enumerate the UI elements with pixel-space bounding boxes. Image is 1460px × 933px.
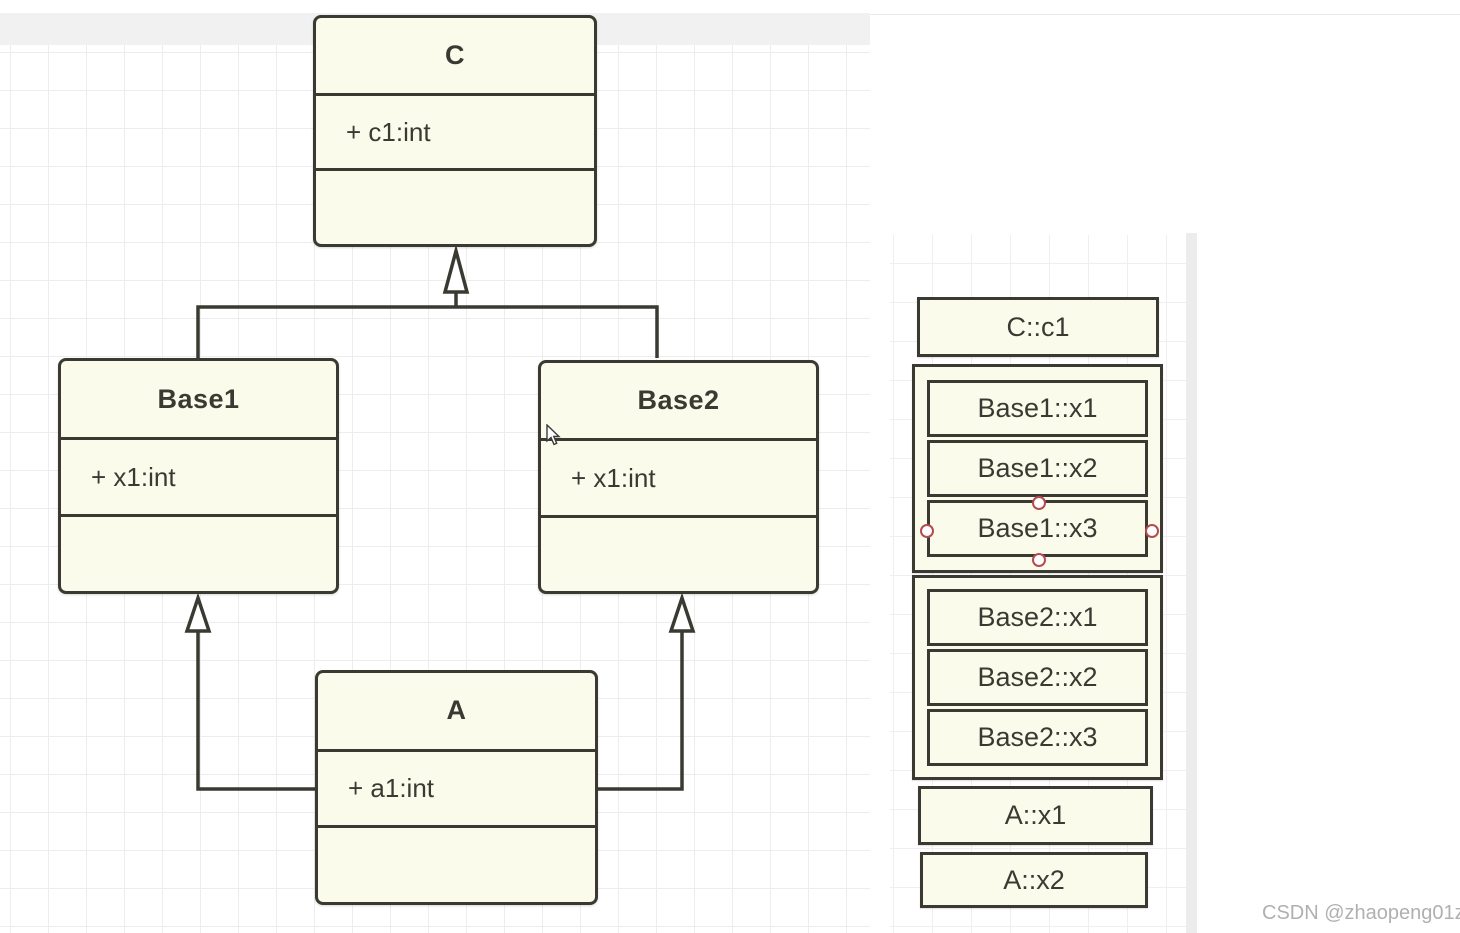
memory-cell-base1-x2[interactable]: Base1::x2 xyxy=(927,440,1148,497)
top-divider-line xyxy=(870,14,1460,15)
class-operations-empty xyxy=(316,168,594,244)
generalization-to-c[interactable] xyxy=(196,244,659,358)
class-box-c[interactable]: C + c1:int xyxy=(313,15,597,247)
class-name: Base1 xyxy=(157,383,240,414)
memory-group-base1[interactable]: Base1::x1 Base1::x2 Base1::x3 xyxy=(912,364,1163,573)
selection-handle-top[interactable] xyxy=(1032,496,1046,510)
memory-cell-base2-x2[interactable]: Base2::x2 xyxy=(927,649,1148,706)
hollow-triangle-icon xyxy=(442,244,470,294)
class-name: A xyxy=(446,695,467,726)
class-attribute: + a1:int xyxy=(318,748,595,826)
memory-cell-label: C::c1 xyxy=(1006,311,1070,342)
generalization-a-to-base1[interactable] xyxy=(184,592,315,791)
memory-cell-label: Base2::x2 xyxy=(977,662,1098,692)
memory-cell-c-c1[interactable]: C::c1 xyxy=(917,297,1159,357)
memory-cell-label: Base1::x3 xyxy=(977,513,1098,543)
class-attribute: + x1:int xyxy=(541,438,816,514)
class-operations-empty xyxy=(541,514,816,591)
memory-cell-base1-x1[interactable]: Base1::x1 xyxy=(927,380,1148,437)
hollow-triangle-icon xyxy=(668,592,696,633)
memory-cell-a-x2[interactable]: A::x2 xyxy=(920,852,1148,908)
generalization-a-to-base2[interactable] xyxy=(598,592,696,791)
memory-cell-label: A::x1 xyxy=(1004,800,1067,830)
memory-cell-label: Base1::x2 xyxy=(977,453,1098,483)
memory-cell-label: A::x2 xyxy=(1003,864,1065,895)
memory-cell-base2-x3[interactable]: Base2::x3 xyxy=(927,709,1148,766)
scrollbar-track[interactable] xyxy=(1186,233,1197,933)
memory-cell-label: Base1::x1 xyxy=(977,393,1098,423)
watermark-text: CSDN @zhaopeng01zp xyxy=(1262,902,1460,924)
class-operations-empty xyxy=(318,825,595,902)
selection-handle-right[interactable] xyxy=(1145,524,1159,538)
memory-cell-label: Base2::x1 xyxy=(977,602,1098,632)
class-box-a[interactable]: A + a1:int xyxy=(315,670,598,905)
memory-cell-label: Base2::x3 xyxy=(977,722,1098,752)
class-name: C xyxy=(445,39,465,70)
memory-group-base2[interactable]: Base2::x1 Base2::x2 Base2::x3 xyxy=(912,575,1163,780)
class-box-base2[interactable]: Base2 + x1:int xyxy=(538,360,819,594)
class-name: Base2 xyxy=(637,385,720,416)
memory-cell-base2-x1[interactable]: Base2::x1 xyxy=(927,589,1148,646)
selection-handle-bottom[interactable] xyxy=(1032,553,1046,567)
selection-handle-left[interactable] xyxy=(920,524,934,538)
class-attribute: + x1:int xyxy=(61,437,336,514)
class-operations-empty xyxy=(61,514,336,591)
generalization-arrows xyxy=(184,244,696,791)
mouse-cursor-icon xyxy=(546,424,561,446)
class-box-base1[interactable]: Base1 + x1:int xyxy=(58,358,339,594)
class-attribute: + c1:int xyxy=(316,92,594,169)
memory-cell-a-x1[interactable]: A::x1 xyxy=(918,786,1153,845)
hollow-triangle-icon xyxy=(184,592,212,633)
